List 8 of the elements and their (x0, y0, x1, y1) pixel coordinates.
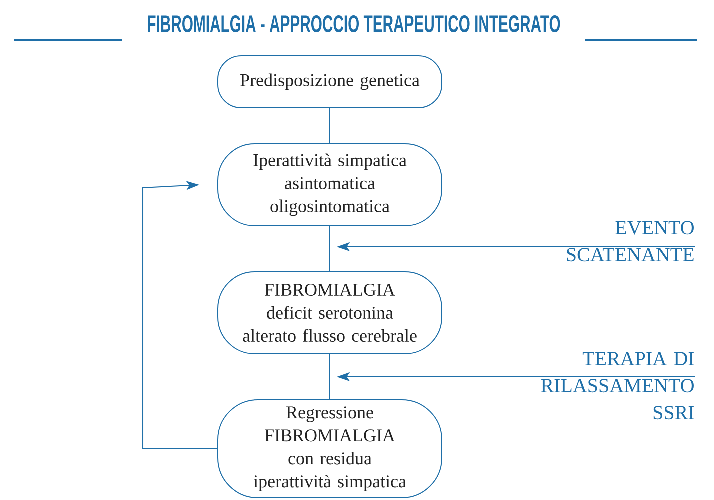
rounded-box: Predisposizione genetica (218, 56, 442, 108)
input-label: EVENTO SCATENANTE (567, 221, 694, 262)
arrow (142, 181, 218, 450)
title: FIBROMIALGIA - APPROCCIO TERAPEUTICO INTEGRATO (148, 16, 560, 32)
rounded-box: FIBROMIALGIA deficit serotonina alterato flusso cerebrale (218, 272, 442, 354)
rounded-box: Iperattività simpatica asintomatica oligosintomatica (218, 144, 442, 226)
input-label: TERAPIA DI RILASSAMENTO SSRI (541, 352, 694, 420)
rounded-box: Regressione FIBROMIALGIA con residua iperattività simpatica (218, 400, 442, 498)
